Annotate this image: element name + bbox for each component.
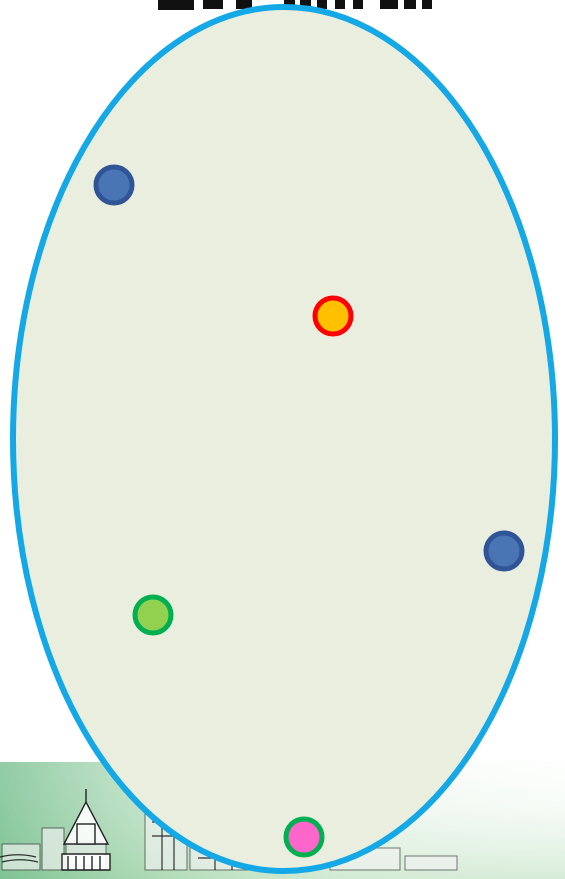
blue-point-2 — [486, 533, 522, 569]
orange-point — [315, 298, 351, 334]
pink-point — [286, 819, 322, 855]
main-ellipse — [13, 7, 555, 871]
green-point — [135, 597, 171, 633]
blue-point-1 — [96, 167, 132, 203]
